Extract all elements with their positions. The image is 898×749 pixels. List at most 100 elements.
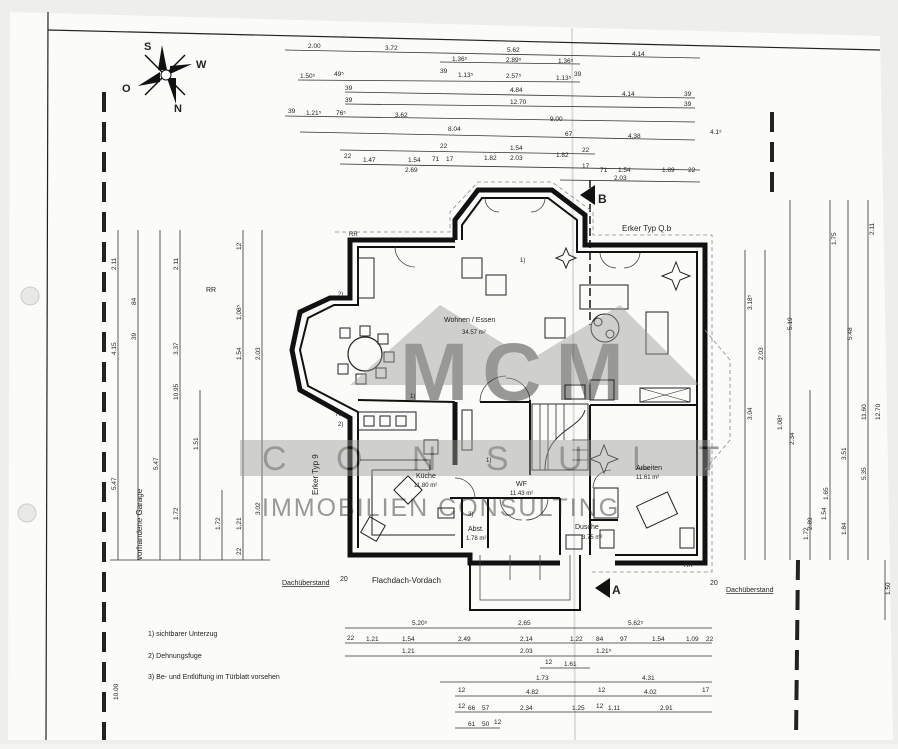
- dim-text: 5.62⁵: [628, 620, 644, 627]
- dim-text: 50: [482, 721, 490, 728]
- dim-text: 39: [345, 85, 353, 92]
- dim-text: 71: [600, 167, 608, 174]
- dim-text: 71: [432, 156, 440, 163]
- dim-text: 1.08⁵: [236, 304, 243, 320]
- dim-text: 1.36⁵: [558, 58, 574, 65]
- dim-text: 39: [684, 101, 692, 108]
- dim-text: 12: [494, 719, 502, 726]
- dim-text: 4.1⁵: [710, 129, 722, 136]
- dim-text: 1.54: [652, 636, 665, 643]
- dim-text: 2.34: [789, 432, 796, 445]
- left-dimension-lines: [102, 92, 270, 740]
- dim-text: 3.02: [255, 502, 262, 515]
- dim-text: 1.54: [402, 636, 415, 643]
- dim-text: 2.03: [614, 175, 627, 182]
- dim-text: 4.38: [628, 133, 641, 140]
- binder-hole: [17, 503, 37, 523]
- dim-text: 2.89⁵: [506, 57, 522, 64]
- dim-text: 39: [684, 91, 692, 98]
- dim-text: 17: [702, 687, 710, 694]
- paper-sheet: [8, 12, 893, 740]
- dim-text: 9.00: [550, 116, 563, 123]
- dim-text: 1.82: [484, 155, 497, 162]
- dim-text: 2.91: [660, 705, 673, 712]
- compass-s-label: S: [144, 41, 151, 53]
- top-dimension-lines: [284, 49, 701, 183]
- dim-text: 97: [620, 636, 628, 643]
- dim-text: 22: [347, 635, 355, 642]
- dim-text: 4.15: [111, 342, 118, 355]
- room-wf-name: WF: [516, 481, 527, 488]
- watermark-line1: C O N S U L T: [262, 440, 739, 478]
- dim-text: 66: [468, 705, 476, 712]
- dim-text: 76⁵: [336, 110, 346, 117]
- right-dimension-text: 3.18⁵ 5.19 5.48 3.04 2.03 1.08⁵ 2.34 3.5…: [747, 222, 892, 595]
- watermark-line2: IMMOBILIEN CONSULTING: [262, 494, 620, 522]
- watermark-brand: MCM: [400, 327, 638, 418]
- dim-text: 1.61: [564, 661, 577, 668]
- left-dimension-text: 2.11 4.15 2.11 3.37 10.95 5.47 1.72 84 3…: [111, 242, 262, 560]
- rr-label: RR: [684, 563, 693, 569]
- note-2: 2) Dehnungsfuge: [148, 653, 202, 660]
- dim-text: 22: [706, 636, 714, 643]
- dim-text: 67: [565, 131, 573, 138]
- dim-text: 39: [288, 108, 296, 115]
- sheet-border-left: [45, 11, 49, 741]
- compass-w-label: W: [196, 59, 207, 71]
- dim-text: 10.00: [113, 683, 120, 700]
- dim-text: 10.95: [173, 383, 180, 400]
- dim-text: 2.65: [518, 620, 531, 627]
- dim-text: 1.22: [570, 636, 583, 643]
- dim-text: 4.84: [510, 87, 523, 94]
- dim-text: 12: [458, 687, 466, 694]
- dim-text: 1.89: [662, 167, 675, 174]
- dim-text: 2.11: [111, 257, 118, 270]
- dim-text: 2.14: [520, 636, 533, 643]
- dim-text: 4.14: [632, 51, 645, 58]
- dim-text: 5.47: [153, 457, 160, 470]
- dim-text: 1.54: [408, 157, 421, 164]
- dim-text: 1.21: [366, 636, 379, 643]
- dim-text: 22: [344, 153, 352, 160]
- dim-text: 3.37: [173, 342, 180, 355]
- room-dusche-area: 3.75 m²: [582, 535, 602, 541]
- sheet-border-top: [47, 29, 881, 51]
- dim-text: 39: [574, 71, 582, 78]
- dim-text: 3.18⁵: [747, 294, 754, 310]
- binder-hole: [20, 286, 40, 306]
- overhang-labels: Dachüberstand 20 20 Dachüberstand Flachd…: [282, 576, 774, 594]
- dim-text: 1.75: [831, 232, 838, 245]
- dim-text: 2.89: [807, 517, 814, 530]
- dim-text: 5.47: [111, 477, 118, 490]
- overhang-right-value: 20: [710, 580, 718, 587]
- staircase: [531, 403, 589, 471]
- dim-text: 1.50: [885, 582, 892, 595]
- dim-text: 2.00: [308, 43, 321, 50]
- dim-text: 2.11: [869, 222, 876, 235]
- dim-text: 1.65: [823, 487, 830, 500]
- marker-label: 2): [338, 422, 343, 428]
- dim-text: 3.72: [385, 45, 398, 52]
- mcm-watermark: MCM C O N S U L T IMMOBILIEN CONSULTING: [240, 305, 739, 522]
- dim-text: 5.62: [507, 47, 520, 54]
- rr-label: RR: [336, 412, 345, 418]
- dim-text: 49⁵: [334, 71, 344, 78]
- dim-text: 22: [688, 167, 696, 174]
- dim-text: 5.19: [787, 317, 794, 330]
- top-dimension-text: 2.00 3.72 5.62 4.14 1.36⁵ 2.89⁵ 1.36⁵ 1.…: [288, 43, 722, 182]
- dim-text: 1.11: [608, 705, 621, 712]
- dim-text: 1.25: [572, 705, 585, 712]
- dim-text: 12.70: [875, 403, 882, 420]
- dim-text: 5.35: [861, 467, 868, 480]
- dim-text: 61: [468, 721, 476, 728]
- compass-rose: S W O N: [122, 41, 207, 115]
- furniture: [337, 246, 695, 550]
- dim-text: 3.04: [747, 407, 754, 420]
- marker-label: 3): [468, 512, 473, 518]
- marker-label: 1): [520, 258, 525, 264]
- dim-text: 3.62: [395, 112, 408, 119]
- room-arbeiten-name: Arbeiten: [636, 465, 662, 472]
- dim-text: 2.34: [520, 705, 533, 712]
- overhang-right-label: Dachüberstand: [726, 587, 774, 594]
